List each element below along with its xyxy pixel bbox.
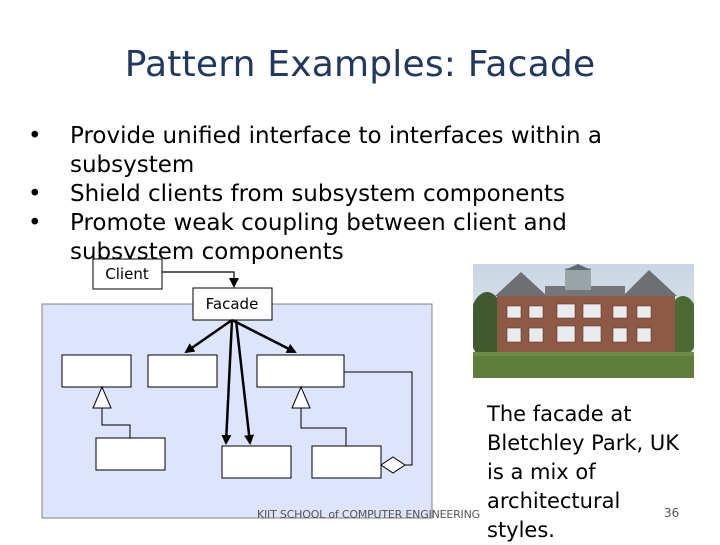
bullet-list: • Provide unified interface to interface… (28, 122, 668, 267)
photo-caption: The facade at Bletchley Park, UK is a mi… (487, 402, 679, 542)
bletchley-park-photo (473, 264, 694, 378)
bullet-text: Promote weak coupling between client and… (70, 210, 567, 265)
bullet-marker: • (28, 123, 42, 149)
facade-dependency-arrow (234, 319, 255, 445)
subsystem-class (95, 437, 166, 471)
facade-dependency-arrow (231, 318, 297, 354)
aggregation-diamond (380, 456, 406, 474)
subsystem-class (61, 354, 132, 388)
client-box (92, 258, 163, 290)
bullet-item: • Promote weak coupling between client a… (28, 209, 668, 267)
page-number: 36 (664, 506, 680, 520)
subsystem-class (311, 445, 382, 479)
slide-title: Pattern Examples: Facade (124, 44, 596, 85)
aggregation-link (344, 371, 413, 466)
bullet-marker: • (28, 210, 42, 236)
facade-dependency-arrow (184, 318, 233, 354)
subsystem-class (221, 445, 292, 479)
bullet-marker: • (28, 181, 42, 207)
subsystem-class (256, 354, 345, 388)
facade-label: Facade (206, 295, 259, 313)
inheritance-link (101, 408, 131, 438)
bullet-item: • Shield clients from subsystem componen… (28, 180, 668, 209)
client-facade-link (162, 271, 239, 288)
slide-footer: KIIT SCHOOL of COMPUTER ENGINEERING (257, 508, 480, 521)
inheritance-link (300, 408, 347, 446)
bullet-text: Provide unified interface to interfaces … (70, 123, 602, 178)
bullet-item: • Provide unified interface to interface… (28, 122, 668, 180)
facade-box (192, 287, 273, 321)
client-label: Client (105, 265, 149, 283)
bullet-text: Shield clients from subsystem components (70, 181, 566, 207)
subsystem-class (147, 354, 218, 388)
facade-dependency-arrow (221, 319, 234, 445)
